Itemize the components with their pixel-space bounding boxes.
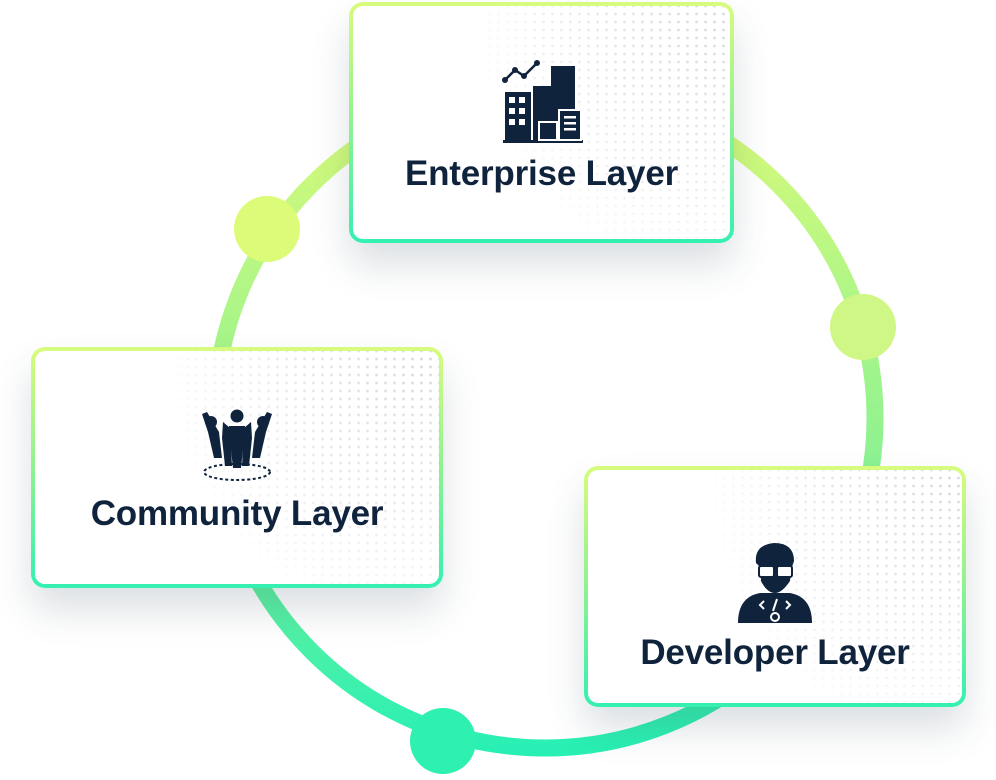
community-group-icon: [202, 409, 272, 481]
enterprise-buildings-icon: [501, 59, 583, 143]
ring-node-bottom: [410, 708, 476, 774]
developer-layer-card: Developer Layer: [584, 466, 966, 707]
developer-coder-icon: [738, 542, 812, 623]
enterprise-layer-card: Enterprise Layer: [349, 2, 734, 243]
dot-pattern-decoration: [156, 351, 439, 584]
community-layer-card: Community Layer: [31, 347, 443, 588]
enterprise-layer-label: Enterprise Layer: [404, 153, 679, 193]
community-layer-label: Community Layer: [90, 493, 384, 533]
developer-layer-label: Developer Layer: [640, 632, 910, 672]
dot-pattern-decoration: [701, 470, 962, 703]
ring-node-top-left: [234, 196, 300, 262]
ring-node-right: [830, 294, 896, 360]
